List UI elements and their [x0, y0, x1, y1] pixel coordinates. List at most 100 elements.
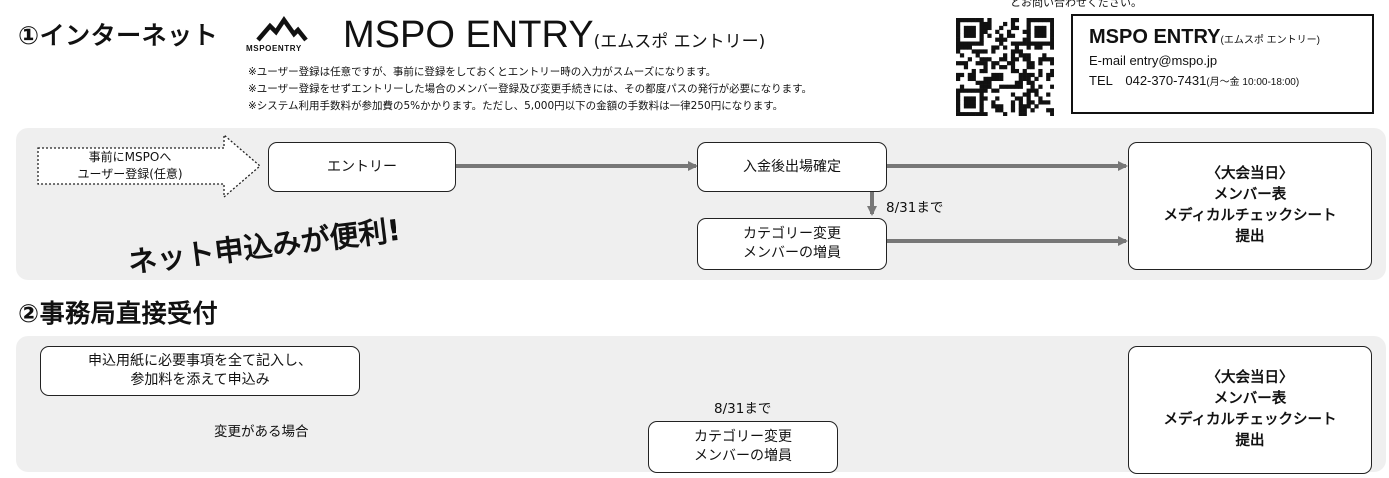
qr-module [1010, 33, 1016, 38]
qr-module [971, 88, 976, 93]
qr-module [1034, 88, 1039, 93]
qr-module [1042, 25, 1047, 31]
qr-module [999, 76, 1004, 82]
change-box: カテゴリー変更 メンバーの増員 [697, 218, 887, 270]
qr-module [999, 108, 1004, 113]
qr-module [999, 104, 1004, 109]
qr-module [979, 57, 984, 62]
qr-module [979, 18, 984, 23]
qr-module [999, 65, 1004, 70]
qr-module [956, 92, 961, 97]
qr-module [967, 18, 972, 23]
qr-module [963, 45, 969, 50]
qr-module [956, 108, 961, 113]
qr-module [963, 88, 969, 93]
qr-module [967, 112, 972, 117]
pre-register-line: 事前にMSPOへ [88, 150, 172, 164]
qr-module [1034, 45, 1039, 50]
qr-module [979, 21, 984, 27]
qr-module [1022, 41, 1027, 46]
contact-name-main: MSPO ENTRY [1089, 26, 1221, 48]
qr-module [1014, 45, 1020, 50]
qr-module [1026, 100, 1031, 105]
qr-module [1003, 37, 1008, 42]
qr-module [995, 61, 1000, 66]
qr-module [956, 37, 961, 42]
qr-module [1050, 29, 1055, 34]
deadline-label-2: 8/31まで [714, 401, 772, 417]
qr-module [1050, 68, 1055, 74]
qr-module [983, 76, 988, 82]
qr-module [967, 88, 972, 93]
qr-module [971, 29, 976, 34]
qr-module [959, 18, 965, 23]
qr-module [1010, 53, 1016, 58]
section-title-office: ②事務局直接受付 [18, 299, 219, 328]
qr-module [1022, 112, 1027, 117]
note-line: ※ユーザー登録は任意ですが、事前に登録をしておくとエントリー時の入力がスムーズに… [248, 66, 717, 78]
qr-module [1018, 100, 1023, 105]
qr-module [963, 25, 969, 31]
qr-module [987, 33, 992, 38]
qr-module [983, 21, 988, 27]
final-box-2: 〈大会当日〉 メンバー表 メディカルチェックシート 提出 [1128, 346, 1372, 474]
qr-module [1026, 18, 1031, 23]
apply-box: 申込用紙に必要事項を全て記入し、 参加料を添えて申込み [40, 346, 360, 396]
qr-module [1018, 96, 1023, 101]
qr-module [979, 84, 984, 89]
qr-module [1030, 100, 1035, 105]
qr-module [979, 29, 984, 34]
qr-module [1050, 18, 1055, 23]
qr-module [991, 45, 996, 50]
qr-module [991, 76, 996, 82]
qr-module [1034, 25, 1039, 31]
qr-module [1038, 84, 1043, 89]
qr-module [1022, 37, 1027, 42]
qr-module [1046, 57, 1051, 62]
qr-module [1046, 41, 1051, 46]
qr-module [956, 21, 961, 27]
qr-module [1034, 104, 1039, 109]
qr-module [1038, 96, 1043, 101]
qr-module [1046, 72, 1051, 78]
qr-module [956, 33, 961, 38]
qr-module [963, 96, 969, 101]
qr-module [979, 100, 984, 105]
change-line: メンバーの増員 [694, 448, 792, 464]
qr-module [959, 112, 965, 117]
qr-module [975, 88, 980, 93]
qr-module [991, 88, 996, 93]
qr-module [1022, 57, 1027, 62]
qr-module [956, 41, 961, 46]
qr-module [1034, 18, 1039, 23]
qr-module [1010, 49, 1016, 54]
qr-module [983, 88, 988, 93]
qr-module [1014, 41, 1020, 46]
qr-module [967, 96, 972, 101]
qr-module [971, 68, 976, 74]
qr-module [956, 18, 961, 23]
qr-module [991, 72, 996, 78]
qr-module [1038, 57, 1043, 62]
mountain-logo-icon [256, 16, 308, 42]
qr-module [1038, 41, 1043, 46]
qr-module [956, 29, 961, 34]
change-line: カテゴリー変更 [743, 226, 841, 242]
qr-module [991, 100, 996, 105]
note-line: ※システム利用手数料が参加費の5%かかります。ただし、5,000円以下の金額の手… [248, 100, 784, 112]
contact-box: MSPO ENTRY(エムスポ エントリー) E-mail entry@mspo… [1071, 14, 1374, 114]
qr-module [983, 25, 988, 31]
final-line: メディカルチェックシート [1163, 208, 1337, 224]
qr-module [963, 41, 969, 46]
qr-module [999, 57, 1004, 62]
final-line: 〈大会当日〉 [1206, 166, 1294, 182]
final-line: 〈大会当日〉 [1206, 370, 1294, 386]
qr-module [999, 33, 1004, 38]
qr-module [987, 76, 992, 82]
qr-module [983, 68, 988, 74]
qr-module [956, 88, 961, 93]
qr-module [979, 41, 984, 46]
apply-line: 申込用紙に必要事項を全て記入し、 [88, 353, 312, 369]
qr-module [967, 72, 972, 78]
qr-module [1026, 88, 1031, 93]
